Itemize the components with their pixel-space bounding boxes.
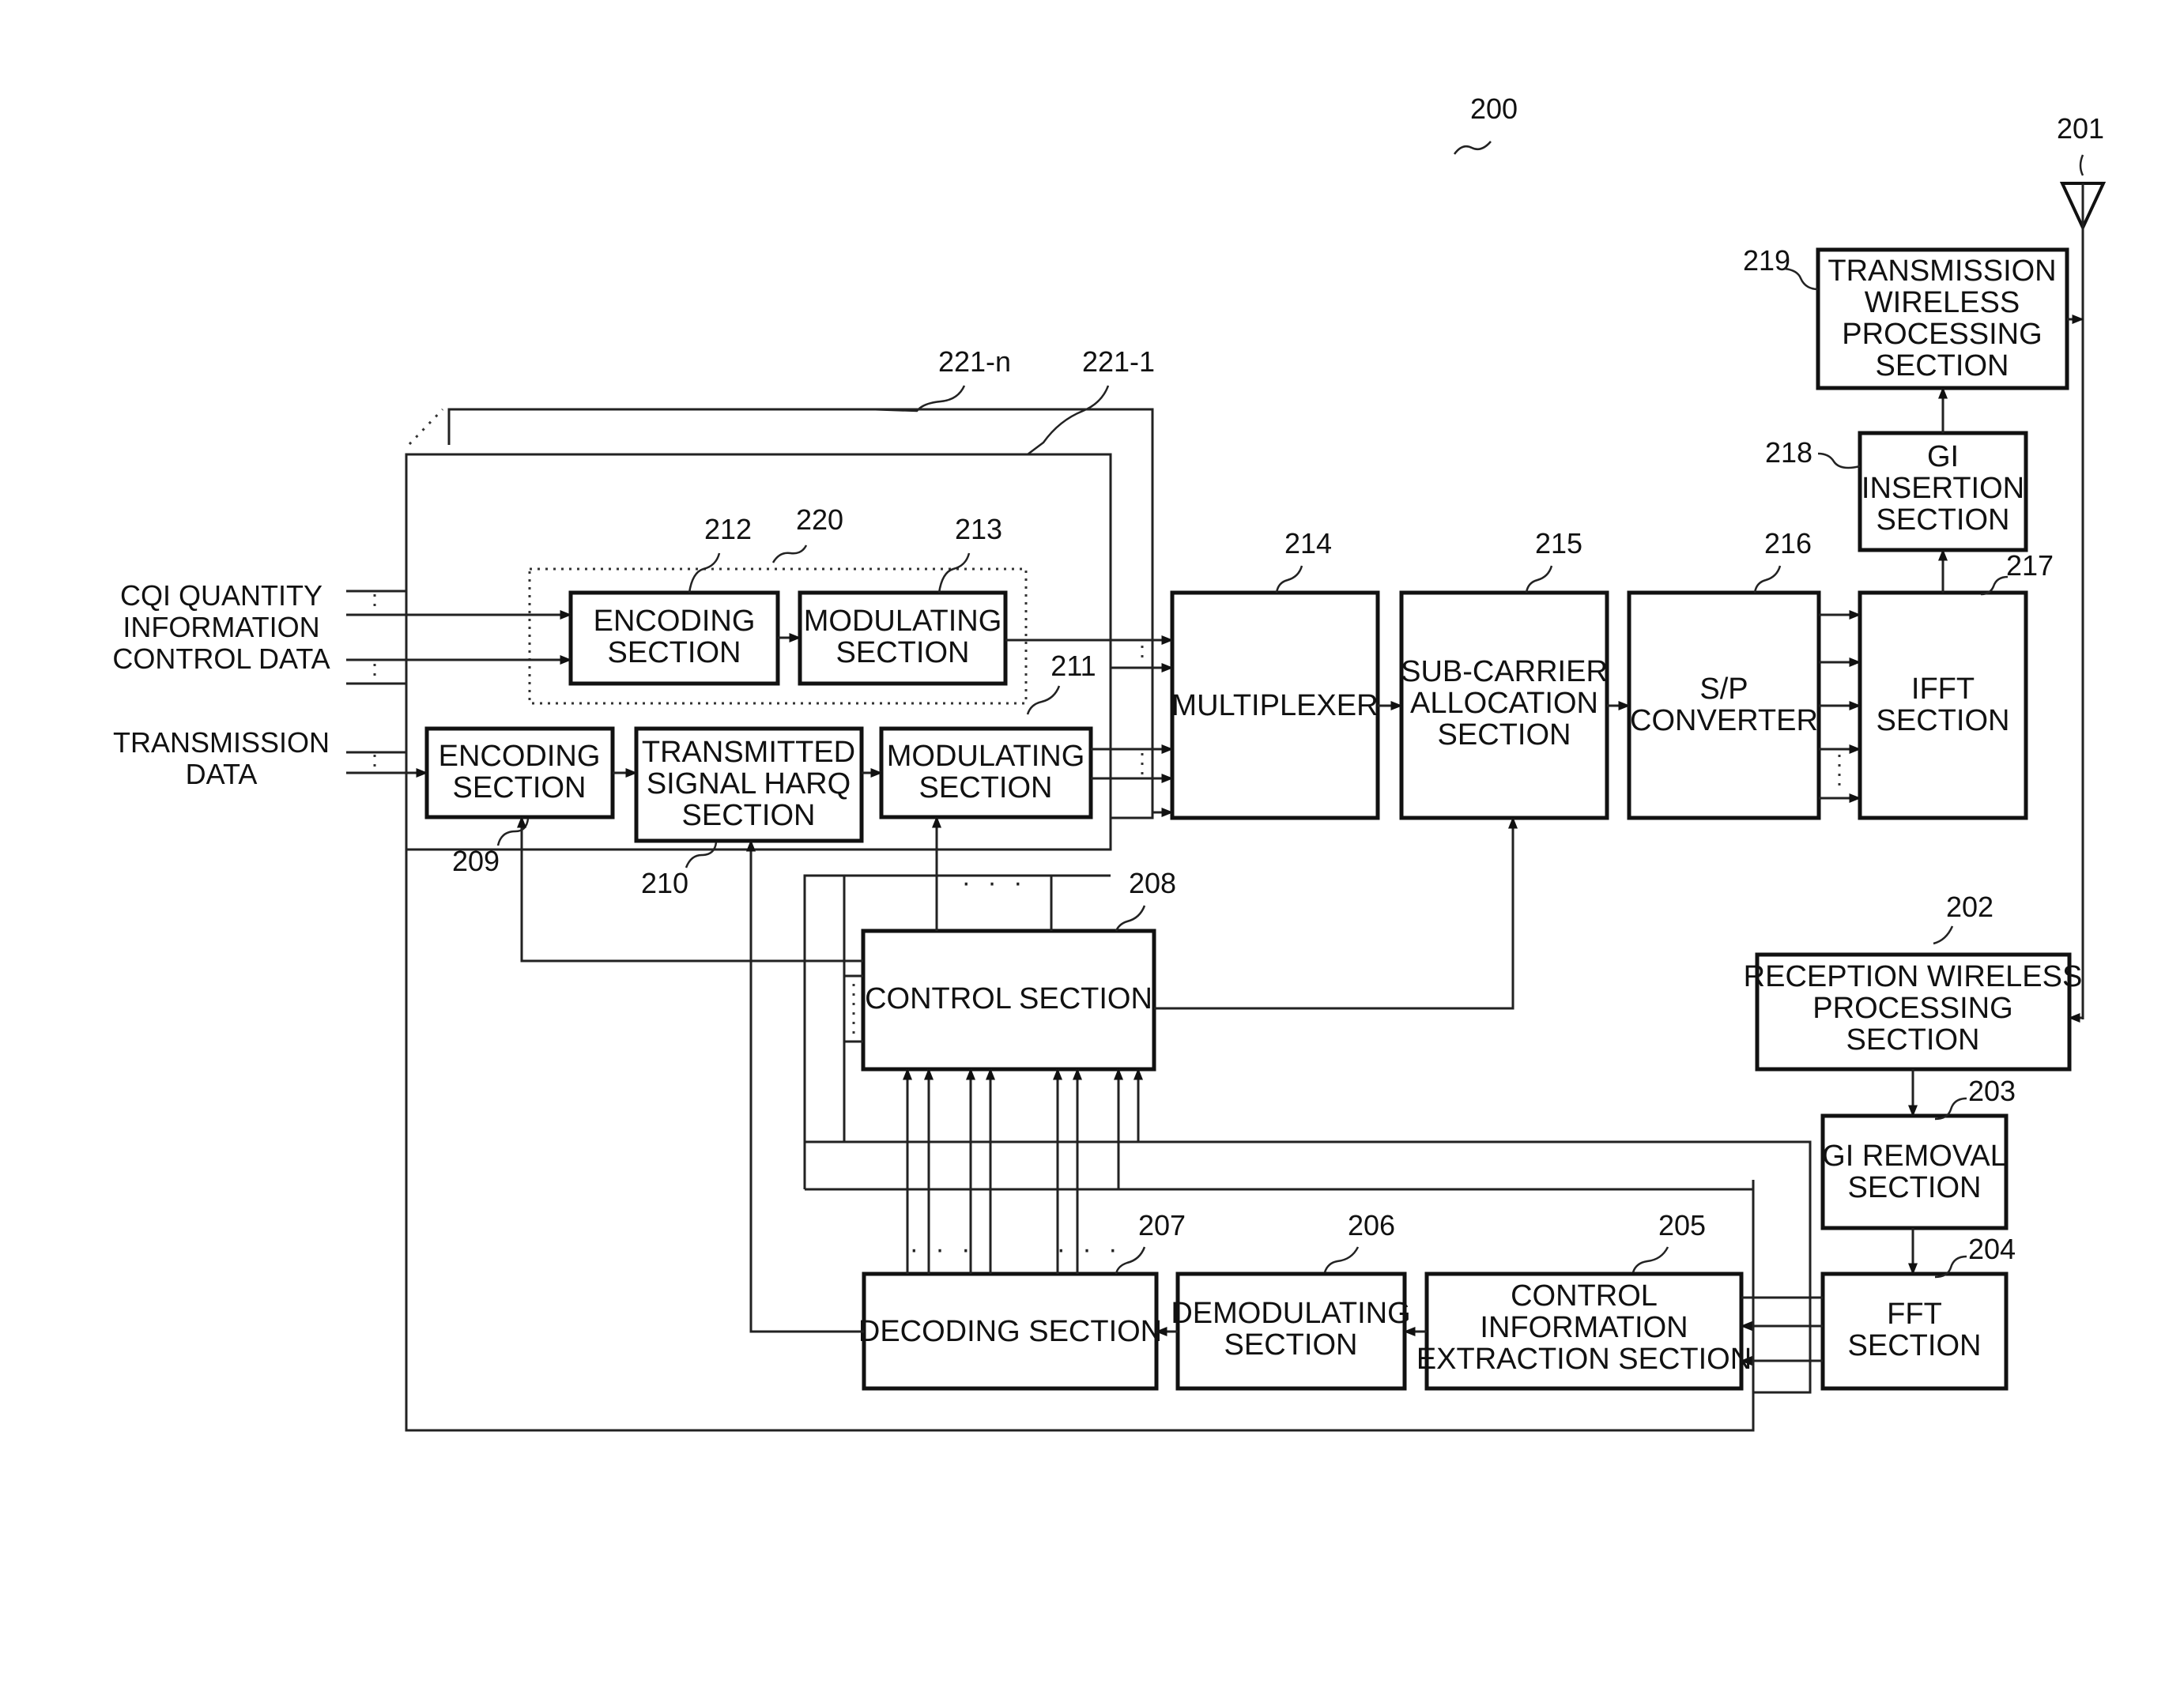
leader-209: [498, 819, 528, 846]
leader-202: [1933, 926, 1952, 944]
signal-lines: [346, 319, 2083, 1392]
control-to-subcarrier: [1154, 818, 1513, 1008]
leader-208: [1116, 906, 1145, 931]
ref-207: 207: [1138, 1209, 1186, 1241]
encoding-209-line-2: SECTION: [453, 771, 587, 804]
sp-216-line-2: CONVERTER: [1630, 704, 1818, 737]
leader-210: [686, 842, 716, 868]
input-cqi-line-3: CONTROL DATA: [112, 642, 330, 675]
ref-209: 209: [452, 845, 500, 877]
subcarrier-215-line-1: SUB-CARRIER: [1401, 655, 1608, 688]
ref-204: 204: [1968, 1233, 2016, 1265]
modulating-211-line-2: SECTION: [919, 771, 1053, 804]
ref-214: 214: [1284, 527, 1332, 559]
input-tx-data-line-1: TRANSMISSION: [113, 726, 330, 759]
ref-221-n: 221-n: [938, 345, 1011, 378]
modulating-213-line-2: SECTION: [836, 636, 970, 669]
ref-210: 210: [641, 867, 688, 899]
control-extraction-205-line-2: INFORMATION: [1480, 1311, 1688, 1344]
leader-220: [773, 545, 806, 563]
ref-216: 216: [1764, 527, 1812, 559]
ref-217: 217: [2006, 549, 2054, 582]
input-cqi-line-2: INFORMATION: [123, 611, 319, 643]
ref-200: 200: [1470, 92, 1518, 125]
leader-214: [1277, 566, 1302, 593]
tx-wireless-219-line-3: PROCESSING: [1842, 318, 2042, 351]
control-208-label: CONTROL SECTION: [865, 982, 1152, 1015]
ellipsis-control-top: · · ·: [962, 868, 1028, 898]
frame-stack-dots: [409, 409, 443, 444]
rx-wireless-202-line-3: SECTION: [1846, 1023, 1980, 1057]
demodulating-206-line-2: SECTION: [1224, 1328, 1358, 1362]
leader-201: [2080, 155, 2083, 175]
ref-215: 215: [1535, 527, 1582, 559]
ref-201: 201: [2057, 112, 2104, 145]
fft-204-line-1: FFT: [1887, 1298, 1942, 1331]
harq-210-line-3: SECTION: [682, 799, 816, 832]
leader-215: [1526, 566, 1552, 593]
modulating-211-line-1: MODULATING: [887, 740, 1085, 773]
gi-removal-203-line-2: SECTION: [1848, 1171, 1982, 1204]
rx-wireless-202-line-2: PROCESSING: [1812, 992, 2012, 1025]
control-extraction-205-line-1: CONTROL: [1511, 1279, 1658, 1313]
input-cqi-line-1: CQI QUANTITY: [120, 579, 323, 612]
gi-insertion-218-line-1: GI: [1927, 440, 1959, 473]
leader-206: [1325, 1247, 1358, 1272]
gi-insertion-218-line-3: SECTION: [1877, 503, 2010, 537]
ref-218: 218: [1765, 436, 1812, 469]
encoding-209-line-1: ENCODING: [439, 740, 601, 773]
ref-213: 213: [955, 513, 1002, 545]
fft-204-line-2: SECTION: [1848, 1329, 1982, 1362]
modulating-213-line-1: MODULATING: [804, 605, 1002, 638]
ellipsis-decoding-1: · · ·: [910, 1234, 975, 1264]
ifft-217-line-2: SECTION: [1877, 704, 2010, 737]
tx-wireless-219-line-1: TRANSMISSION: [1828, 254, 2056, 288]
ref-208: 208: [1129, 867, 1176, 899]
leader-213: [939, 553, 969, 593]
leader-212: [689, 553, 719, 593]
demodulating-206-line-1: DEMODULATING: [1171, 1297, 1410, 1330]
ref-205: 205: [1658, 1209, 1706, 1241]
encoding-212-line-1: ENCODING: [594, 605, 756, 638]
leader-221-n: [869, 386, 964, 411]
leader-221-1: [1028, 386, 1108, 454]
ref-202: 202: [1946, 891, 1994, 923]
leader-218: [1818, 454, 1860, 468]
ref-212: 212: [704, 513, 752, 545]
tx-wireless-219-line-4: SECTION: [1876, 349, 2009, 382]
encoding-212-line-2: SECTION: [608, 636, 741, 669]
ref-221-1: 221-1: [1082, 345, 1155, 378]
gi-removal-203-line-1: GI REMOVAL: [1822, 1140, 2007, 1173]
harq-210-line-1: TRANSMITTED: [642, 736, 855, 769]
ref-203: 203: [1968, 1075, 2016, 1107]
ref-211: 211: [1051, 650, 1096, 682]
ellipsis-decoding-2: · · ·: [1057, 1234, 1122, 1264]
ref-220: 220: [796, 503, 843, 536]
multiplexer-label: MULTIPLEXER: [1171, 689, 1378, 722]
leader-205: [1633, 1247, 1668, 1272]
subcarrier-215-line-2: ALLOCATION: [1410, 687, 1598, 720]
gi-insertion-218-line-2: INSERTION: [1861, 472, 2024, 505]
control-extraction-205-line-3: EXTRACTION SECTION: [1416, 1343, 1752, 1376]
decoding-207-label: DECODING SECTION: [858, 1315, 1162, 1348]
harq-210-line-2: SIGNAL HARQ: [647, 767, 851, 801]
leader-216: [1755, 566, 1780, 593]
decoding-to-harq: [751, 841, 864, 1332]
tx-wireless-219-line-2: WIRELESS: [1865, 286, 2020, 319]
leader-200: [1454, 141, 1491, 154]
ref-219: 219: [1743, 244, 1790, 277]
leader-211: [1028, 686, 1059, 714]
ifft-217-line-1: IFFT: [1911, 672, 1975, 706]
rx-wireless-202-line-1: RECEPTION WIRELESS: [1744, 960, 2083, 993]
feedback-loop-outer: [805, 1180, 1753, 1189]
input-tx-data-line-2: DATA: [186, 758, 258, 790]
subcarrier-215-line-3: SECTION: [1438, 718, 1571, 752]
ref-206: 206: [1348, 1209, 1395, 1241]
sp-216-line-1: S/P: [1699, 672, 1748, 706]
